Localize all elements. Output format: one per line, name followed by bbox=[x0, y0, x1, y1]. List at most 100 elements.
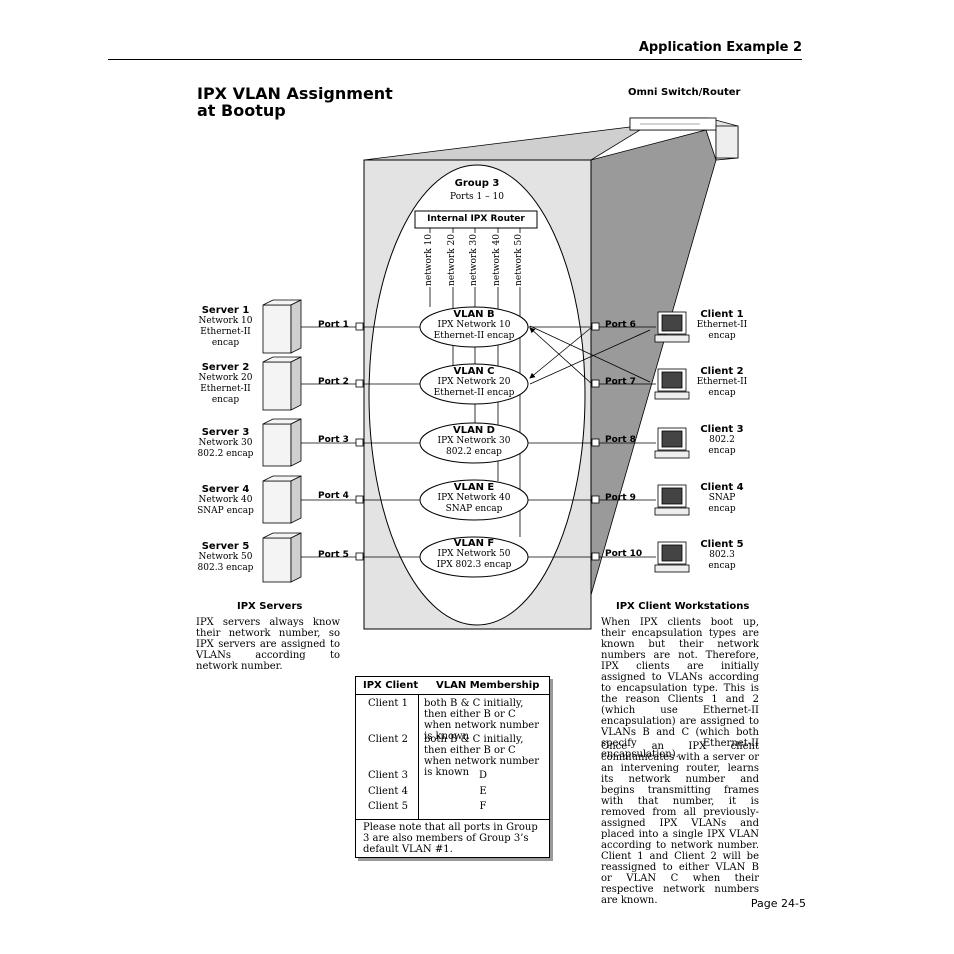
vlan-d-name: VLAN D bbox=[452, 425, 495, 436]
client-5-desc-1: 802.3 bbox=[709, 550, 735, 560]
vlan-d-line2: 802.2 encap bbox=[446, 447, 502, 457]
server-1-desc-1: Network 10 bbox=[198, 316, 253, 326]
vlan-d-line1: IPX Network 30 bbox=[437, 436, 511, 446]
vlan-c-line2: Ethernet-II encap bbox=[433, 388, 515, 398]
table-header-client: IPX Client bbox=[363, 680, 419, 691]
server-5-desc-1: Network 50 bbox=[198, 552, 253, 562]
vlan-b-name: VLAN B bbox=[453, 309, 495, 320]
table-row-2-membership: both B & C initially, then either B or C… bbox=[424, 734, 539, 778]
table-row-3-client: Client 3 bbox=[368, 770, 408, 781]
section-header: Application Example 2 bbox=[638, 40, 802, 55]
server-2-label: Server 2 Network 20 Ethernet-II encap bbox=[193, 362, 258, 406]
port-8-label: Port 8 bbox=[605, 435, 636, 445]
server-2-desc-2: Ethernet-II bbox=[200, 384, 251, 394]
servers-heading: IPX Servers bbox=[237, 601, 303, 612]
page-title: IPX VLAN Assignment at Bootup bbox=[197, 85, 393, 119]
network-label-20: network 20 bbox=[447, 233, 457, 287]
client-4-name: Client 4 bbox=[700, 482, 744, 493]
vlan-membership-table: IPX Client VLAN Membership Client 1 both… bbox=[355, 676, 550, 858]
server-2-desc-3: encap bbox=[211, 395, 240, 405]
server-icons bbox=[262, 299, 302, 583]
title-line-1: IPX VLAN Assignment bbox=[197, 84, 393, 103]
client-2-desc-1: Ethernet-II bbox=[696, 377, 748, 387]
vlan-c: VLAN C IPX Network 20 Ethernet-II encap bbox=[424, 366, 524, 399]
vlan-f-name: VLAN F bbox=[453, 538, 495, 549]
router-box bbox=[414, 210, 538, 229]
server-4-label: Server 4 Network 40 SNAP encap bbox=[193, 484, 258, 517]
port-6-label: Port 6 bbox=[605, 320, 636, 330]
switch-device bbox=[629, 117, 739, 161]
clients-heading: IPX Client Workstations bbox=[616, 601, 750, 612]
server-3-desc-2: 802.2 encap bbox=[197, 449, 254, 459]
vlan-e-line1: IPX Network 40 bbox=[437, 493, 511, 503]
client-3-desc-2: encap bbox=[708, 446, 736, 456]
table-row-1-membership: both B & C initially, then either B or C… bbox=[424, 698, 539, 742]
group-name: Group 3 bbox=[454, 178, 500, 189]
server-5-label: Server 5 Network 50 802.3 encap bbox=[193, 541, 258, 574]
network-label-50: network 50 bbox=[514, 233, 524, 287]
client-3-label: Client 3 802.2 encap bbox=[692, 424, 752, 457]
table-row-1-client: Client 1 bbox=[368, 698, 408, 709]
port-5-label: Port 5 bbox=[318, 550, 349, 560]
client-1-desc-1: Ethernet-II bbox=[696, 320, 748, 330]
port-7-label: Port 7 bbox=[605, 377, 636, 387]
vlan-e-name: VLAN E bbox=[453, 482, 495, 493]
title-line-2: at Bootup bbox=[197, 101, 286, 120]
server-4-desc-1: Network 40 bbox=[198, 495, 253, 505]
server-1-desc-2: Ethernet-II bbox=[200, 327, 251, 337]
server-1-desc-3: encap bbox=[211, 338, 240, 348]
client-5-desc-2: encap bbox=[708, 561, 736, 571]
group-ports: Ports 1 – 10 bbox=[450, 192, 504, 202]
table-column-rule bbox=[418, 694, 419, 819]
client-5-label: Client 5 802.3 encap bbox=[692, 539, 752, 572]
client-4-desc-1: SNAP bbox=[708, 493, 736, 503]
table-row-2-client: Client 2 bbox=[368, 734, 408, 745]
server-1-label: Server 1 Network 10 Ethernet-II encap bbox=[193, 305, 258, 349]
server-5-desc-2: 802.3 encap bbox=[197, 563, 254, 573]
port-1-label: Port 1 bbox=[318, 320, 349, 330]
server-3-desc-1: Network 30 bbox=[198, 438, 253, 448]
vlan-b-line2: Ethernet-II encap bbox=[433, 331, 515, 341]
vlan-c-line1: IPX Network 20 bbox=[437, 377, 511, 387]
client-assignment-arrows bbox=[529, 325, 651, 385]
server-links bbox=[296, 322, 420, 561]
header-rule bbox=[108, 59, 802, 60]
projection-left bbox=[363, 126, 641, 161]
vlan-d: VLAN D IPX Network 30 802.2 encap bbox=[424, 425, 524, 458]
vlan-e-line2: SNAP encap bbox=[445, 504, 503, 514]
client-1-name: Client 1 bbox=[700, 309, 744, 320]
server-4-name: Server 4 bbox=[201, 484, 250, 495]
server-1-name: Server 1 bbox=[201, 305, 250, 316]
table-note: Please note that all ports in Group 3 ar… bbox=[363, 822, 538, 855]
client-3-desc-1: 802.2 bbox=[709, 435, 735, 445]
client-1-label: Client 1 Ethernet-II encap bbox=[692, 309, 752, 342]
client-2-name: Client 2 bbox=[700, 366, 744, 377]
client-icons bbox=[654, 311, 690, 573]
vlan-b: VLAN B IPX Network 10 Ethernet-II encap bbox=[424, 309, 524, 342]
clients-para-2: Once an IPX client communicates with a s… bbox=[601, 741, 759, 906]
port-4-label: Port 4 bbox=[318, 491, 349, 501]
client-1-desc-2: encap bbox=[708, 331, 736, 341]
table-header-rule bbox=[356, 694, 549, 695]
client-4-label: Client 4 SNAP encap bbox=[692, 482, 752, 515]
device-label: Omni Switch/Router bbox=[628, 87, 741, 98]
port-2-label: Port 2 bbox=[318, 377, 349, 387]
network-label-10: network 10 bbox=[424, 233, 434, 287]
server-3-label: Server 3 Network 30 802.2 encap bbox=[193, 427, 258, 460]
vlan-e: VLAN E IPX Network 40 SNAP encap bbox=[424, 482, 524, 515]
port-9-label: Port 9 bbox=[605, 493, 636, 503]
clients-para-1: When IPX clients boot up, their encapsul… bbox=[601, 617, 759, 760]
table-row-4-client: Client 4 bbox=[368, 786, 408, 797]
table-row-4-membership: E bbox=[479, 786, 487, 797]
server-5-name: Server 5 bbox=[201, 541, 250, 552]
table-note-rule bbox=[356, 819, 549, 820]
server-2-name: Server 2 bbox=[201, 362, 250, 373]
network-label-30: network 30 bbox=[469, 233, 479, 287]
port-3-label: Port 3 bbox=[318, 435, 349, 445]
page-number: Page 24-5 bbox=[750, 897, 806, 910]
router-label: Internal IPX Router bbox=[427, 214, 525, 224]
vlan-c-name: VLAN C bbox=[453, 366, 495, 377]
client-2-label: Client 2 Ethernet-II encap bbox=[692, 366, 752, 399]
network-label-40: network 40 bbox=[492, 233, 502, 287]
vlan-ellipses bbox=[419, 306, 529, 578]
